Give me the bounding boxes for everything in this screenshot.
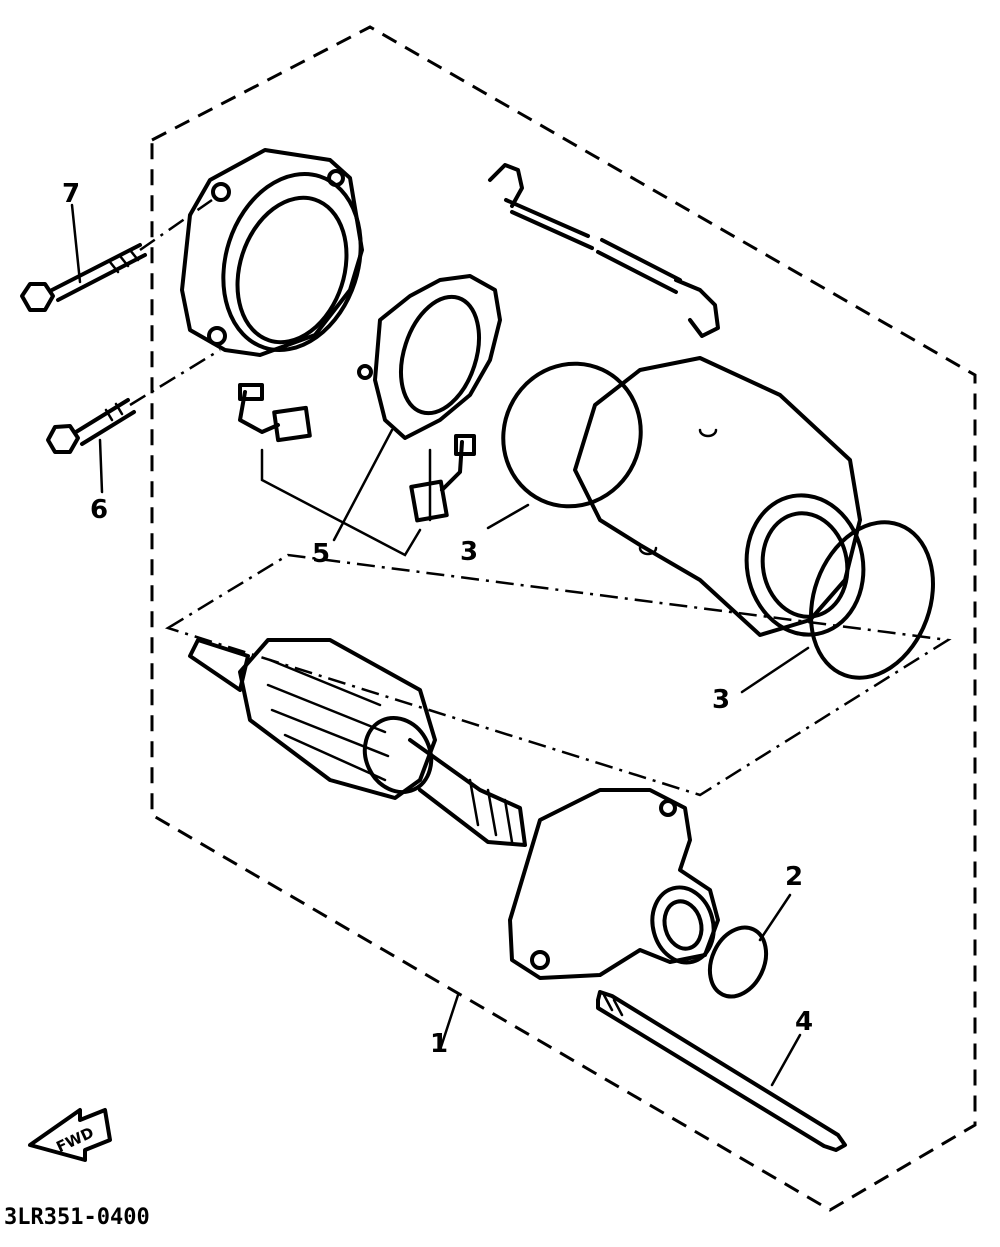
- rear-cover-part: [508, 788, 720, 980]
- callout-4: 4: [795, 1007, 813, 1037]
- subassembly-boundary-dashdot: [164, 553, 952, 797]
- callout-6: 6: [90, 495, 108, 525]
- through-bolt-part: [596, 990, 847, 1152]
- leader-1: [438, 993, 460, 1052]
- brush-right-part: [409, 434, 476, 523]
- brush-set-bracket: [260, 448, 432, 557]
- front-cover-part: [180, 148, 364, 357]
- leader-3a: [486, 503, 530, 530]
- callout-2: 2: [785, 862, 803, 892]
- leader-4: [770, 1033, 802, 1087]
- callout-3-left: 3: [460, 537, 478, 567]
- o-ring-right-part: [809, 520, 935, 680]
- brush-holder-plate-part: [357, 274, 502, 440]
- assembly-boundary-dashed: [150, 25, 977, 1212]
- lead-wire-part: [488, 163, 720, 338]
- o-ring-small-part: [707, 925, 769, 999]
- callout-3-right: 3: [712, 685, 730, 715]
- callout-7: 7: [62, 179, 80, 209]
- forward-arrow-label: FWD: [53, 1123, 96, 1156]
- yoke-part: [573, 356, 866, 637]
- bolt-axis-6: [129, 348, 221, 407]
- callout-5: 5: [312, 539, 330, 569]
- leader-7: [70, 203, 82, 284]
- leader-6: [98, 438, 104, 494]
- leader-5: [332, 428, 394, 542]
- o-ring-left-part: [501, 361, 643, 509]
- diagram-code: 3LR351-0400: [4, 1205, 150, 1230]
- callout-1: 1: [430, 1029, 448, 1059]
- leader-3b: [740, 646, 810, 694]
- forward-arrow: FWD: [28, 1108, 112, 1162]
- brush-left-part: [238, 383, 312, 443]
- bolt-6-part: [46, 398, 136, 454]
- bolt-7-part: [20, 243, 147, 312]
- armature-part: [188, 638, 527, 847]
- bolt-axis-7: [139, 198, 213, 252]
- leader-2: [758, 893, 792, 942]
